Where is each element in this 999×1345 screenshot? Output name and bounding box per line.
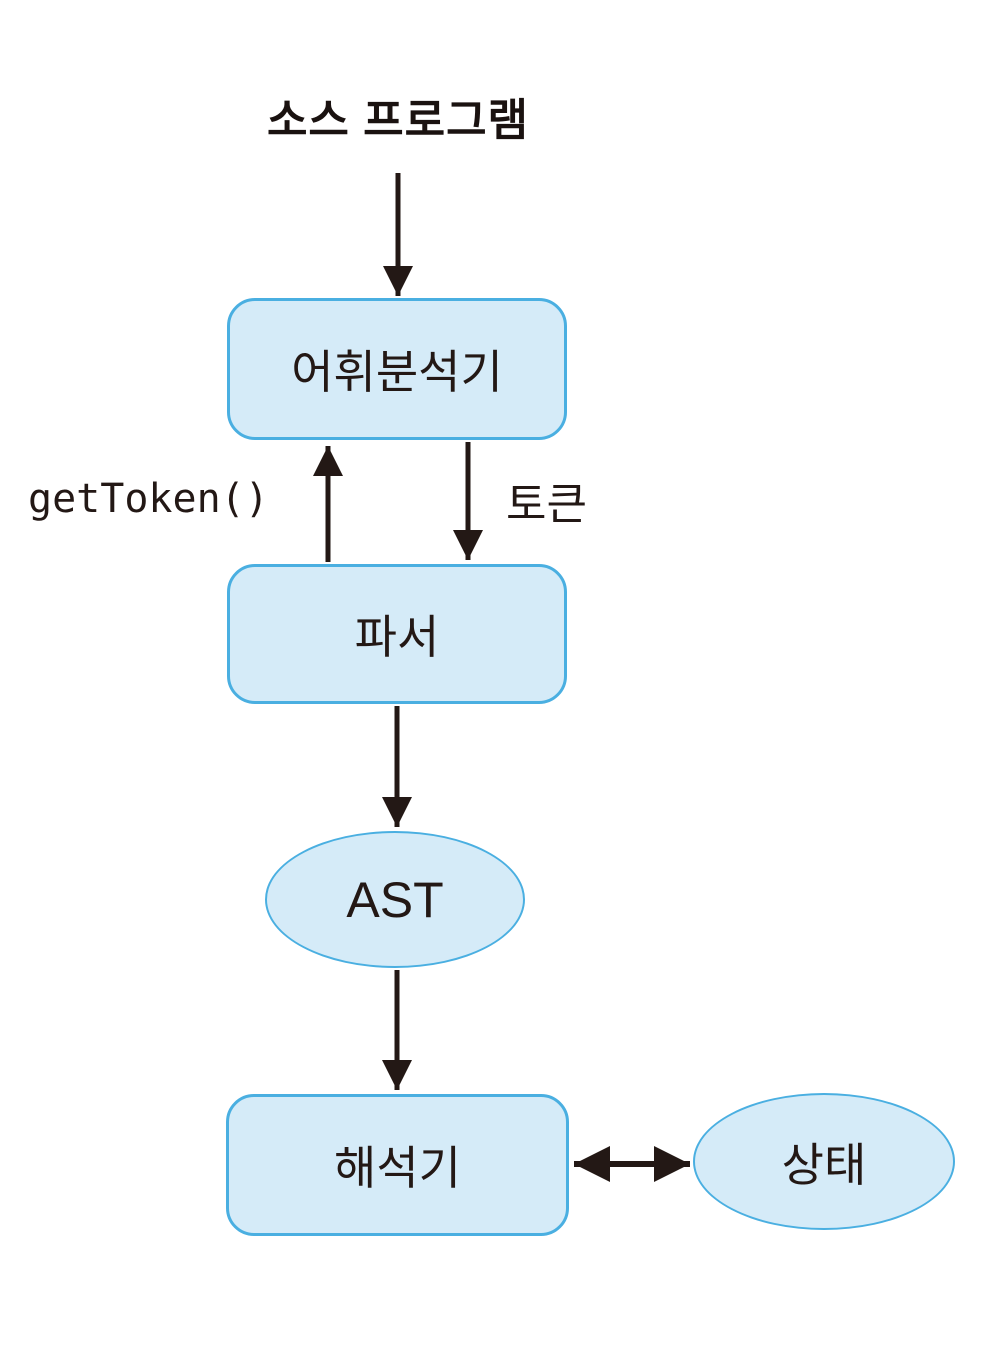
diagram-title: 소스 프로그램 — [266, 96, 530, 145]
node-state-label: 상태 — [781, 1138, 867, 1191]
node-ast: AST — [265, 831, 525, 968]
node-interpreter: 해석기 — [226, 1094, 569, 1236]
edge-label-gettoken: getToken() — [28, 476, 269, 522]
node-ast-label: AST — [346, 871, 444, 928]
edge-label-token: 토큰 — [506, 480, 587, 529]
node-parser-label: 파서 — [354, 611, 440, 663]
node-parser: 파서 — [227, 564, 567, 704]
node-state: 상태 — [693, 1093, 955, 1230]
node-lexer: 어휘분석기 — [227, 298, 567, 440]
node-interpreter-label: 해석기 — [334, 1142, 461, 1194]
node-lexer-label: 어휘분석기 — [291, 346, 503, 398]
